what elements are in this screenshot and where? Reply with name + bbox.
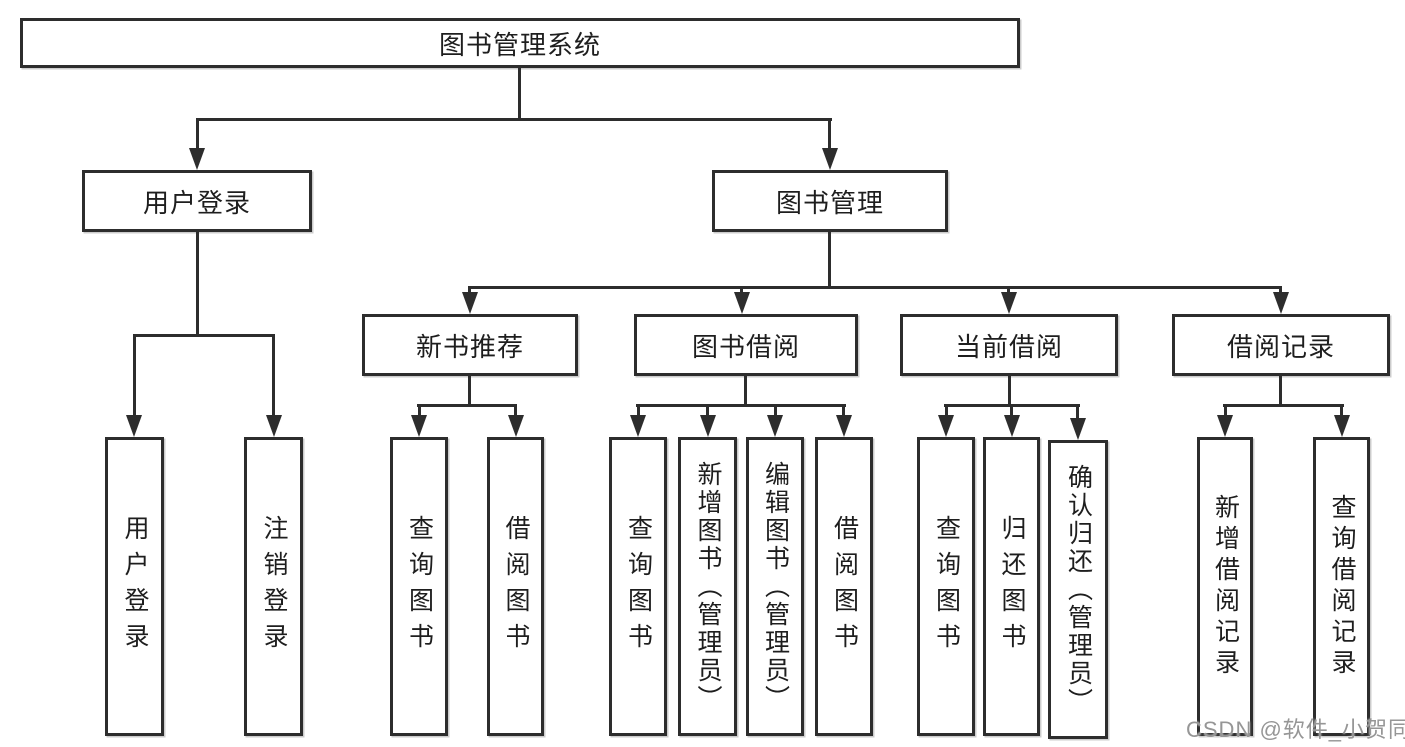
leaf-logout: 注销登录 xyxy=(244,437,303,736)
leaf-search-borrow-record: 查询借阅记录 xyxy=(1313,437,1370,736)
leaf-label: 新增图书（管理员） xyxy=(694,460,722,713)
node-book-management: 图书管理 xyxy=(712,170,948,232)
leaf-search-books-current: 查询图书 xyxy=(917,437,975,736)
leaf-search-books-borrowing: 查询图书 xyxy=(609,437,667,736)
leaf-add-borrow-record: 新增借阅记录 xyxy=(1197,437,1253,736)
connector-line xyxy=(418,404,421,417)
connector-line xyxy=(133,334,274,337)
node-current-borrowing: 当前借阅 xyxy=(900,314,1118,376)
connector-line xyxy=(196,118,832,121)
leaf-label: 查询借阅记录 xyxy=(1328,493,1356,680)
connector-line xyxy=(637,404,640,417)
connector-line xyxy=(1224,404,1227,417)
arrow-down-icon xyxy=(836,415,852,437)
connector-line xyxy=(272,334,275,417)
node-book-management-system: 图书管理系统 xyxy=(20,18,1020,68)
connector-line xyxy=(196,118,199,150)
connector-line xyxy=(417,404,517,407)
connector-line xyxy=(518,68,521,120)
arrow-down-icon xyxy=(1001,292,1017,314)
connector-line xyxy=(1007,286,1010,294)
leaf-label: 确认归还（管理员） xyxy=(1064,463,1093,716)
leaf-label: 注销登录 xyxy=(260,514,288,659)
arrow-down-icon xyxy=(630,415,646,437)
leaf-label: 新增借阅记录 xyxy=(1211,493,1240,680)
node-label: 图书管理系统 xyxy=(438,29,601,60)
connector-line xyxy=(1340,404,1343,417)
leaf-label: 查询图书 xyxy=(624,514,653,659)
leaf-confirm-return-admin: 确认归还（管理员） xyxy=(1048,440,1108,739)
leaf-borrow-books-borrowing: 借阅图书 xyxy=(815,437,873,736)
connector-line xyxy=(828,118,831,150)
arrow-down-icon xyxy=(700,415,716,437)
arrow-down-icon xyxy=(126,415,142,437)
arrow-down-icon xyxy=(1334,415,1350,437)
leaf-label: 查询图书 xyxy=(932,514,961,659)
leaf-borrow-books-recommend: 借阅图书 xyxy=(487,437,544,736)
leaf-label: 编辑图书（管理员） xyxy=(761,460,790,713)
arrow-down-icon xyxy=(1273,292,1289,314)
node-label: 新书推荐 xyxy=(415,331,524,362)
connector-line xyxy=(1279,286,1282,294)
connector-line xyxy=(468,286,471,294)
connector-line xyxy=(842,404,845,417)
watermark: CSDN @软件_小贺同学 xyxy=(1186,717,1405,742)
leaf-add-books-admin: 新增图书（管理员） xyxy=(678,437,737,736)
connector-line xyxy=(774,404,777,417)
connector-line xyxy=(1223,404,1344,407)
connector-line xyxy=(1010,404,1013,417)
arrow-down-icon xyxy=(266,415,282,437)
arrow-down-icon xyxy=(1004,415,1020,437)
arrow-down-icon xyxy=(189,148,205,170)
connector-line xyxy=(468,376,471,407)
arrow-down-icon xyxy=(411,415,427,437)
arrow-down-icon xyxy=(1217,415,1233,437)
leaf-edit-books-admin: 编辑图书（管理员） xyxy=(746,437,804,736)
connector-line xyxy=(1279,376,1282,407)
arrow-down-icon xyxy=(1070,418,1086,440)
connector-line xyxy=(828,232,831,288)
leaf-label: 借阅图书 xyxy=(502,514,530,659)
leaf-label: 查询图书 xyxy=(405,514,434,659)
leaf-user-login: 用户登录 xyxy=(105,437,164,736)
connector-line xyxy=(1008,376,1011,407)
connector-line xyxy=(706,404,709,417)
leaf-return-books: 归还图书 xyxy=(983,437,1040,736)
leaf-label: 用户登录 xyxy=(121,514,149,659)
arrow-down-icon xyxy=(462,292,478,314)
leaf-search-books-recommend: 查询图书 xyxy=(390,437,448,736)
leaf-label: 归还图书 xyxy=(998,514,1026,659)
node-user-login: 用户登录 xyxy=(82,170,312,232)
leaf-label: 借阅图书 xyxy=(830,514,859,659)
connector-line xyxy=(740,286,743,294)
arrow-down-icon xyxy=(508,415,524,437)
connector-line xyxy=(945,404,948,417)
connector-line xyxy=(196,232,199,336)
connector-line xyxy=(1076,404,1079,420)
arrow-down-icon xyxy=(767,415,783,437)
node-book-borrowing: 图书借阅 xyxy=(634,314,858,376)
node-new-book-recommendation: 新书推荐 xyxy=(362,314,578,376)
node-label: 当前借阅 xyxy=(954,331,1063,362)
node-label: 借阅记录 xyxy=(1226,331,1335,362)
connector-line xyxy=(636,404,846,407)
arrow-down-icon xyxy=(734,292,750,314)
node-label: 图书管理 xyxy=(775,187,884,218)
connector-line xyxy=(514,404,517,417)
node-label: 用户登录 xyxy=(142,187,251,218)
arrow-down-icon xyxy=(938,415,954,437)
arrow-down-icon xyxy=(822,148,838,170)
connector-line xyxy=(744,376,747,407)
connector-line xyxy=(133,334,136,417)
connector-line xyxy=(468,286,1282,289)
node-label: 图书借阅 xyxy=(691,331,800,362)
node-borrowing-records: 借阅记录 xyxy=(1172,314,1390,376)
